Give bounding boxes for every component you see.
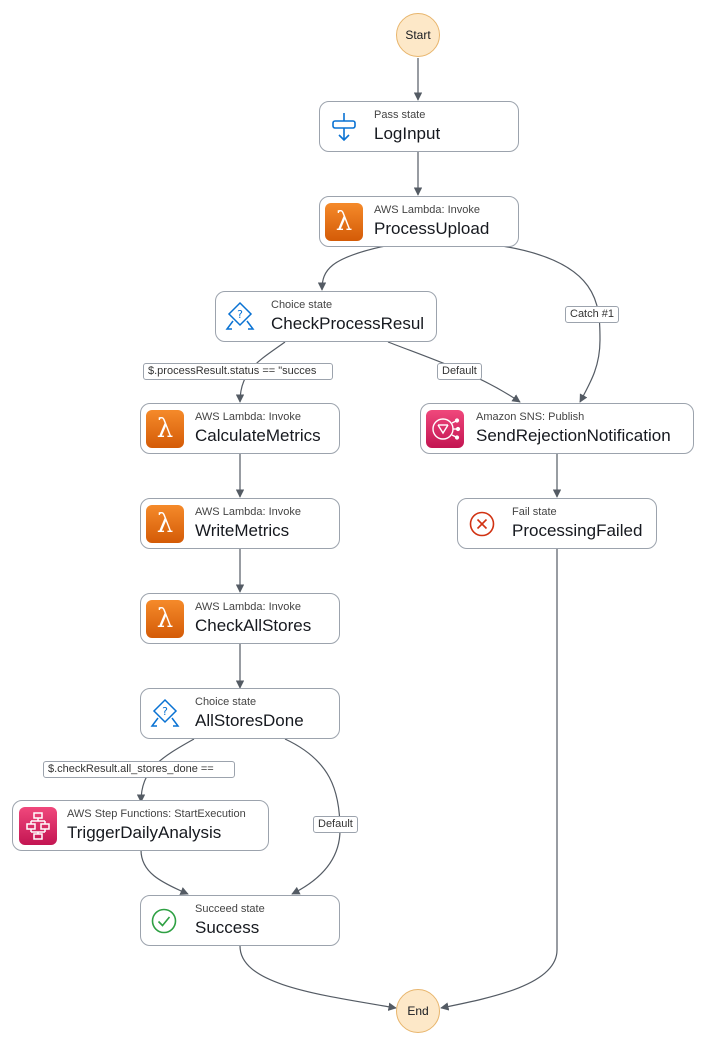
choice-icon: ? <box>149 698 181 735</box>
node-writemetrics[interactable]: λ AWS Lambda: Invoke WriteMetrics <box>140 498 340 549</box>
node-type-label: AWS Lambda: Invoke <box>195 506 301 518</box>
edge-success-end <box>239 945 397 1011</box>
svg-text:?: ? <box>237 308 243 321</box>
node-success[interactable]: Succeed state Success <box>140 895 340 946</box>
step-functions-icon <box>19 807 57 845</box>
edge-label-stores-condition[interactable]: $.checkResult.all_stores_done == <box>43 761 235 778</box>
node-type-label: Choice state <box>271 299 333 311</box>
pass-icon <box>331 112 357 147</box>
node-type-label: AWS Lambda: Invoke <box>195 411 301 423</box>
edge-label-status-condition[interactable]: $.processResult.status == "succes <box>143 363 333 380</box>
sns-icon <box>426 410 464 448</box>
node-processupload[interactable]: λ AWS Lambda: Invoke ProcessUpload <box>319 196 519 247</box>
node-name-label: LogInput <box>374 124 441 143</box>
edge-triggerdailyanalysis-success <box>140 849 189 895</box>
edge-processupload-checkprocessresult <box>317 245 386 291</box>
x-circle-icon <box>469 511 495 542</box>
edge-processingfailed-end <box>440 549 558 1011</box>
node-name-label: CheckProcessResul <box>271 314 425 333</box>
edge-label-default[interactable]: Default <box>437 363 482 380</box>
node-type-label: AWS Lambda: Invoke <box>374 204 480 216</box>
node-checkallstores[interactable]: λ AWS Lambda: Invoke CheckAllStores <box>140 593 340 644</box>
lambda-icon: λ <box>146 600 184 638</box>
node-type-label: Succeed state <box>195 903 265 915</box>
node-type-label: Fail state <box>512 506 557 518</box>
svg-text:?: ? <box>162 705 168 718</box>
end-node[interactable]: End <box>396 989 440 1033</box>
lambda-icon: λ <box>146 410 184 448</box>
node-name-label: CalculateMetrics <box>195 426 321 445</box>
start-node[interactable]: Start <box>396 13 440 57</box>
node-name-label: Success <box>195 918 260 937</box>
node-name-label: CheckAllStores <box>195 616 312 635</box>
choice-icon: ? <box>224 301 256 338</box>
lambda-icon: λ <box>325 203 363 241</box>
check-circle-icon <box>151 908 177 939</box>
edge-label-catch[interactable]: Catch #1 <box>565 306 620 323</box>
node-triggerdailyanalysis[interactable]: AWS Step Functions: StartExecution Trigg… <box>12 800 269 851</box>
node-allstoresdone[interactable]: ? Choice state AllStoresDone <box>140 688 340 739</box>
node-type-label: Amazon SNS: Publish <box>476 411 585 423</box>
node-type-label: Choice state <box>195 696 257 708</box>
node-name-label: TriggerDailyAnalysis <box>67 823 222 842</box>
node-loginput[interactable]: Pass state LogInput <box>319 101 519 152</box>
node-name-label: AllStoresDone <box>195 711 304 730</box>
node-name-label: SendRejectionNotification <box>476 426 671 445</box>
lambda-icon: λ <box>146 505 184 543</box>
node-type-label: AWS Step Functions: StartExecution <box>67 808 246 820</box>
edge-label-default[interactable]: Default <box>313 816 358 833</box>
node-name-label: ProcessUpload <box>374 219 490 238</box>
node-name-label: WriteMetrics <box>195 521 290 540</box>
node-type-label: AWS Lambda: Invoke <box>195 601 301 613</box>
node-name-label: ProcessingFailed <box>512 521 643 540</box>
node-type-label: Pass state <box>374 109 426 121</box>
node-calculatemetrics[interactable]: λ AWS Lambda: Invoke CalculateMetrics <box>140 403 340 454</box>
edge-processupload-sendrejection <box>501 245 601 403</box>
node-processingfailed[interactable]: Fail state ProcessingFailed <box>457 498 657 549</box>
node-sendrejectionnotification[interactable]: Amazon SNS: Publish SendRejectionNotific… <box>420 403 694 454</box>
node-checkprocessresult[interactable]: ? Choice state CheckProcessResul <box>215 291 437 342</box>
